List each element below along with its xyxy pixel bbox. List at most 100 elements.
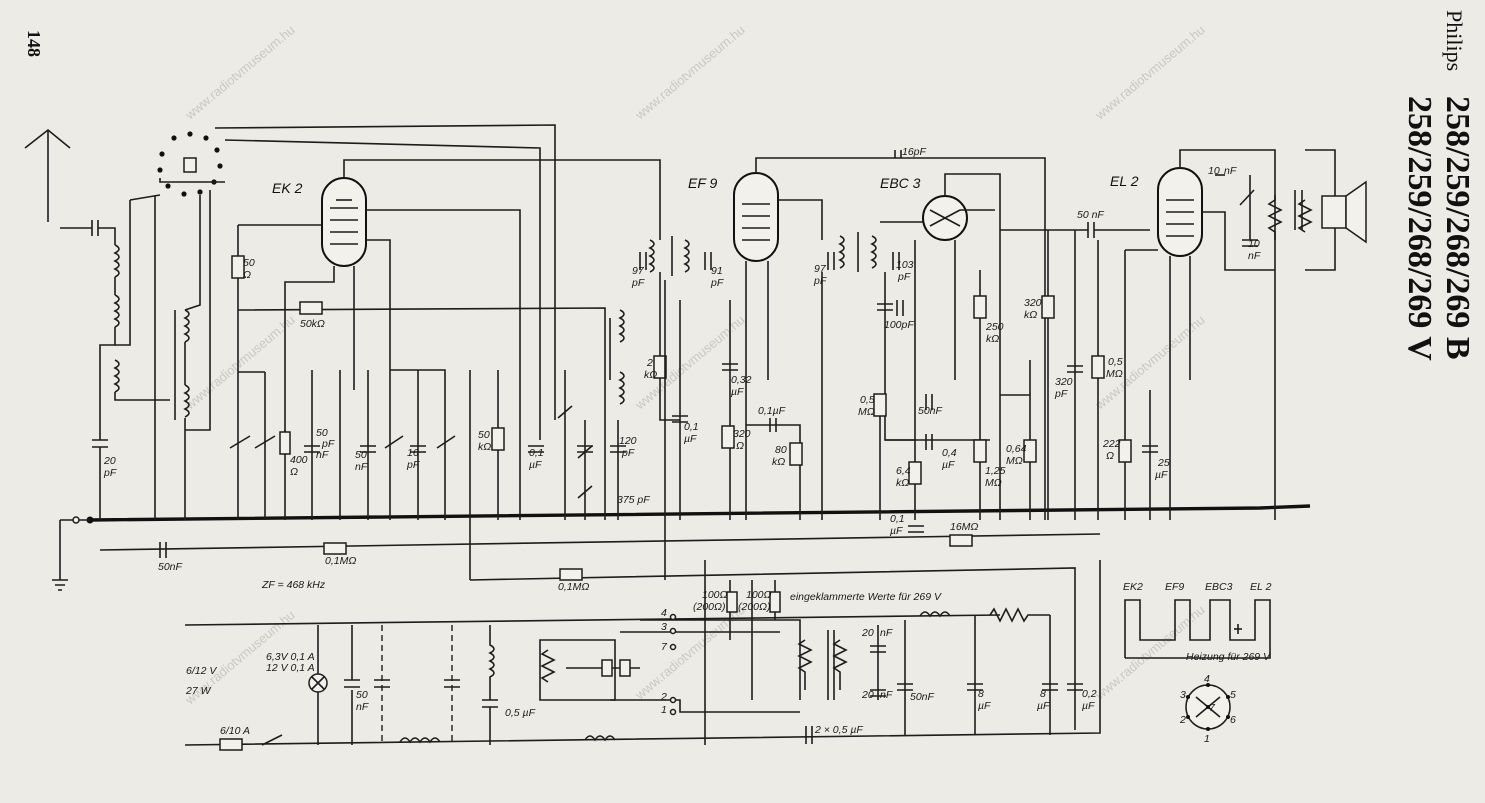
component-value-label: 8 [1040, 688, 1046, 700]
component-value-label: 0,1 [684, 421, 699, 433]
component-value-label: 320 [733, 428, 751, 440]
component-value-label: nF [356, 701, 369, 713]
svg-text:7: 7 [1209, 702, 1216, 714]
component-value-label: µF [890, 525, 903, 537]
watermark: www.radiotvmuseum.hu [632, 22, 748, 123]
component-value-label: 3 [661, 621, 667, 633]
component-value-label: 20 [103, 455, 116, 467]
component-value-label: 6/10 A [220, 725, 250, 737]
component-value-label: kΩ [772, 456, 785, 468]
tube-label-ef9: EF 9 [688, 175, 718, 191]
component-value-label: nF [1224, 165, 1237, 177]
heater-diagram [1124, 599, 1271, 659]
component-value-label: 91 [711, 265, 723, 277]
component-value-label: pF [103, 467, 117, 479]
component-value-label: 20 [861, 627, 874, 639]
component-value-label: 16 [407, 447, 419, 459]
component-value-label: 0,5 µF [505, 707, 536, 719]
component-value-label: 100Ω [702, 589, 728, 601]
component-value-label: µF [731, 386, 744, 398]
component-value-label: 2 [660, 691, 667, 703]
ground-bus [89, 504, 1311, 522]
component-value-label: 50 [356, 689, 368, 701]
component-value-label: 320 [1024, 297, 1042, 309]
page-number: 148 [24, 30, 44, 57]
component-value-label: 400 [290, 454, 308, 466]
component-value-label: 50 [243, 257, 255, 269]
wave-switch-icon [157, 131, 223, 197]
component-value-label: 2 × 0,5 µF [814, 724, 863, 736]
svg-text:EF9: EF9 [1165, 581, 1184, 593]
component-value-label: Ω [290, 466, 298, 478]
component-value-label: (200Ω) [738, 601, 771, 613]
component-value-label: 222 [1102, 438, 1121, 450]
component-value-label: 8 [978, 688, 984, 700]
component-value-label: (200Ω) [693, 601, 726, 613]
component-value-label: kΩ [1024, 309, 1037, 321]
ground-icon [52, 520, 68, 591]
component-value-label: pF [897, 271, 911, 283]
component-value-label: 97 [814, 263, 827, 275]
component-value-label: 50 [478, 429, 490, 441]
component-value-label: 50nF [910, 691, 935, 703]
tube-ebc3 [922, 173, 1001, 520]
component-value-label: 80 [775, 444, 787, 456]
component-value-label: 0,1MΩ [558, 581, 589, 593]
component-value-label: Ω [736, 440, 744, 452]
tube-label-el2: EL 2 [1110, 173, 1139, 189]
component-value-label: 50 [316, 427, 328, 439]
component-value-label: 20 [861, 689, 874, 701]
component-value-label: 7 [661, 641, 668, 653]
component-value-label: µF [684, 433, 697, 445]
component-value-label: 6,3V 0,1 A [266, 651, 315, 663]
component-value-label: 0,1µF [758, 405, 786, 417]
component-value-label: ZF = 468 kHz [261, 579, 326, 591]
tube-ek2 [284, 159, 661, 520]
component-value-label: 0,1MΩ [325, 555, 356, 567]
component-value-label: kΩ [644, 369, 657, 381]
component-value-label: 27 W [185, 685, 212, 697]
component-value-label: nF [1248, 250, 1261, 262]
component-value-label: 12 V 0,1 A [266, 662, 315, 674]
tube-label-ek2: EK 2 [272, 180, 303, 196]
component-value-label: 100pF [884, 319, 914, 331]
antenna-arrow-icon [24, 128, 71, 222]
component-value-label: 0,32 [731, 374, 752, 386]
watermark: www.radiotvmuseum.hu [1092, 22, 1208, 123]
watermark: www.radiotvmuseum.hu [182, 312, 298, 413]
component-value-label: 120 [619, 435, 637, 447]
title-line-2: 258/259/268/269 V [1401, 96, 1438, 361]
component-value-label: MΩ [1106, 368, 1123, 380]
component-value-label: 50nF [158, 561, 183, 573]
component-value-label: 10 [1248, 238, 1260, 250]
component-value-label: Ω [1106, 450, 1114, 462]
component-value-label: pF [621, 447, 635, 459]
component-value-label: 0,2 [1082, 688, 1097, 700]
title-block: Philips 258/259/268/269 B 258/259/268/26… [1401, 10, 1476, 361]
component-value-label: 103 [896, 259, 914, 271]
component-value-label: pF [710, 277, 724, 289]
component-value-label: µF [1082, 700, 1095, 712]
svg-text:6: 6 [1230, 714, 1236, 726]
component-value-label: pF [406, 459, 420, 471]
component-value-label: 25 [1157, 457, 1170, 469]
heater-label: EK2 EF9 EBC3 EL 2 Heizung für 269 V [1123, 581, 1272, 663]
svg-text:5: 5 [1230, 689, 1236, 701]
component-value-label: µF [1155, 469, 1168, 481]
component-value-label: nF [355, 461, 368, 473]
tube-el2 [1157, 149, 1276, 520]
component-value-label: MΩ [1006, 455, 1023, 467]
component-value-label: 250 [985, 321, 1004, 333]
tube-label-ebc3: EBC 3 [880, 175, 921, 191]
brand-label: Philips [1442, 10, 1467, 71]
component-value-label: 50 [355, 449, 367, 461]
component-value-label: µF [529, 459, 542, 471]
component-value-label: 0,1 [890, 513, 905, 525]
component-value-label: MΩ [985, 477, 1002, 489]
component-value-label: 16pF [902, 146, 927, 158]
svg-text:Heizung für 269 V: Heizung für 269 V [1186, 651, 1271, 663]
component-value-label: kΩ [896, 477, 909, 489]
component-value-label: 16MΩ [950, 521, 978, 533]
